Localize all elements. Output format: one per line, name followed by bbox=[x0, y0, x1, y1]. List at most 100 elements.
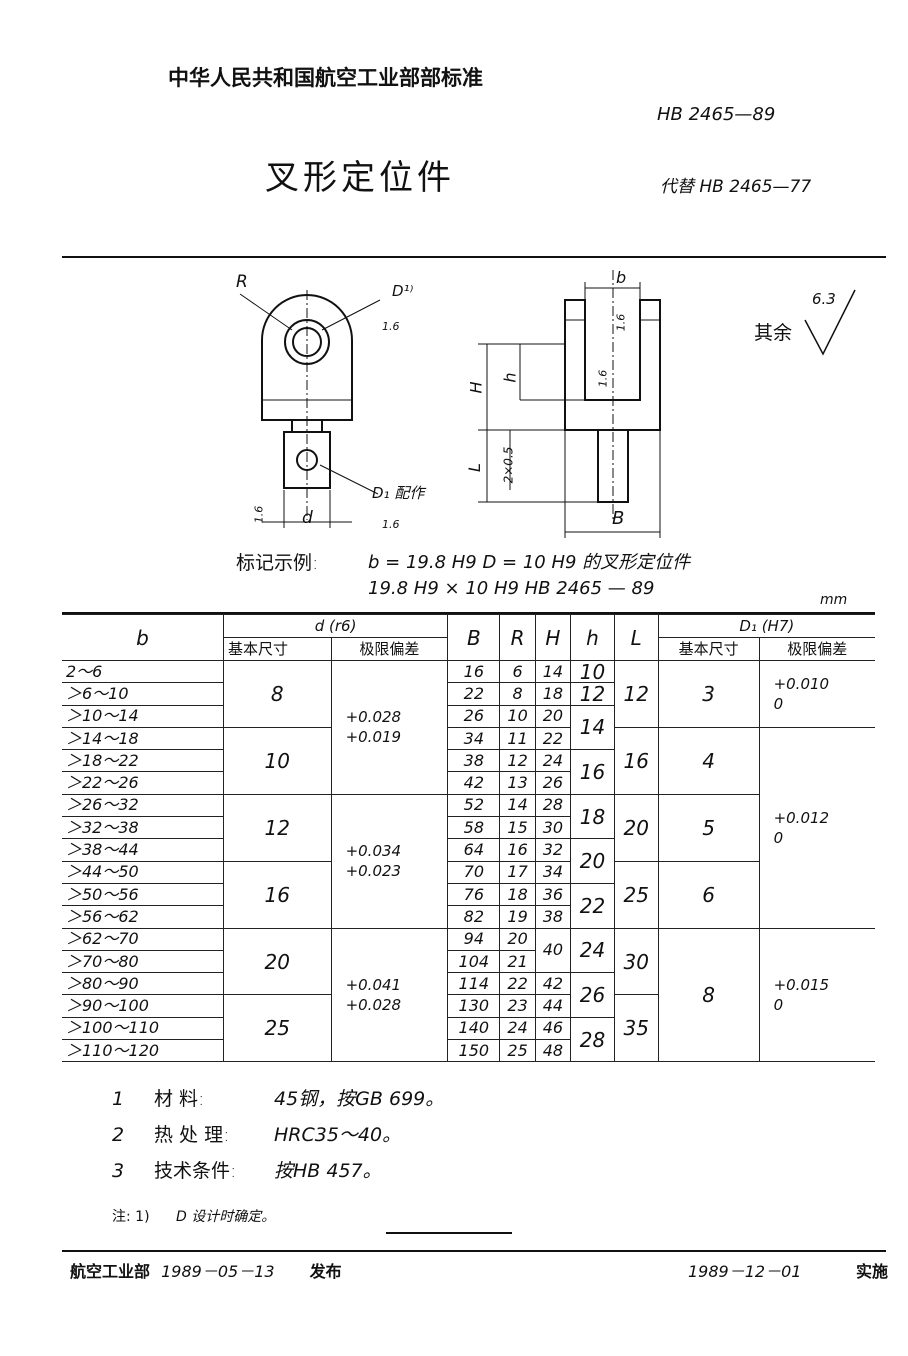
cell-b: ＞6～10 bbox=[62, 682, 224, 706]
standard-code: HB 2465—89 bbox=[657, 104, 776, 125]
header-divider bbox=[62, 256, 886, 258]
cell-b: ＞22～26 bbox=[62, 771, 224, 795]
roughness-2: 1.6 bbox=[382, 518, 400, 531]
footnote: 注: 1) D 设计时确定。 bbox=[112, 1206, 275, 1226]
cell-D1-dev: +0.010 0 bbox=[758, 660, 875, 728]
label-h: h bbox=[500, 372, 520, 383]
note-text: 按HB 457。 bbox=[274, 1160, 382, 1182]
cell-B: 82 bbox=[447, 905, 501, 929]
cell-R: 20 bbox=[499, 927, 536, 951]
header-L: L bbox=[613, 614, 659, 661]
cell-B: 64 bbox=[447, 838, 501, 862]
cell-H: 34 bbox=[534, 860, 572, 884]
cell-b: ＞32～38 bbox=[62, 816, 224, 840]
cell-H: 40 bbox=[534, 927, 572, 974]
cell-D1-basic: 4 bbox=[657, 726, 760, 795]
label-D: D¹⁾ bbox=[392, 282, 414, 300]
roughness-4: 1.6 bbox=[614, 313, 628, 332]
cell-b: ＞100～110 bbox=[62, 1016, 224, 1041]
cell-R: 15 bbox=[499, 816, 536, 840]
cell-R: 10 bbox=[499, 704, 536, 728]
footer-effective-date: 1989－12－01 bbox=[688, 1262, 802, 1281]
cell-b: ＞14～18 bbox=[62, 726, 224, 751]
part-drawing bbox=[239, 270, 856, 538]
label-chamfer: 2×0.5 bbox=[501, 446, 516, 484]
front-view bbox=[239, 290, 381, 528]
cell-H: 24 bbox=[534, 749, 572, 773]
cell-b: ＞38～44 bbox=[62, 838, 224, 862]
cell-H: 36 bbox=[534, 882, 572, 907]
cell-b: ＞44～50 bbox=[62, 860, 224, 884]
cell-d-dev: +0.041 +0.028 bbox=[330, 927, 449, 1063]
cell-h: 12 bbox=[570, 682, 615, 706]
cell-H: 26 bbox=[534, 771, 571, 795]
cell-H: 38 bbox=[534, 905, 571, 929]
header-D1: D₁ (H7) bbox=[657, 614, 875, 638]
cell-h: 28 bbox=[570, 1016, 615, 1063]
cell-B: 52 bbox=[447, 793, 501, 818]
cell-h: 16 bbox=[570, 749, 615, 795]
cell-B: 16 bbox=[447, 659, 501, 684]
side-view bbox=[478, 270, 856, 538]
rest-roughness-label: 其余 bbox=[754, 322, 793, 344]
cell-B: 130 bbox=[447, 994, 501, 1018]
footer-effective-label: 实施 bbox=[856, 1262, 889, 1281]
cell-R: 25 bbox=[499, 1039, 536, 1063]
cell-b: ＞62～70 bbox=[62, 927, 224, 951]
cell-d-dev: +0.034 +0.023 bbox=[330, 793, 449, 929]
cell-R: 18 bbox=[499, 882, 536, 907]
cell-d-basic: 10 bbox=[222, 726, 332, 795]
header-R: R bbox=[499, 614, 536, 661]
footnote-label: 注: 1) bbox=[112, 1209, 150, 1225]
cell-B: 70 bbox=[447, 860, 501, 884]
document-title: 叉形定位件 bbox=[265, 158, 455, 198]
label-b: b bbox=[616, 268, 627, 287]
cell-R: 24 bbox=[499, 1016, 536, 1041]
cell-H: 28 bbox=[534, 793, 572, 818]
cell-B: 114 bbox=[447, 972, 501, 996]
cell-L: 16 bbox=[613, 726, 659, 795]
rest-roughness-value: 6.3 bbox=[812, 290, 836, 308]
header-b: b bbox=[62, 614, 224, 661]
header-H: H bbox=[534, 614, 572, 661]
footer-issue-date: 1989－05－13 bbox=[161, 1262, 275, 1281]
label-H: H bbox=[466, 381, 486, 394]
label-L: L bbox=[464, 463, 484, 472]
cell-H: 14 bbox=[534, 659, 572, 684]
cell-H: 32 bbox=[534, 838, 572, 862]
cell-D1-dev: +0.015 0 bbox=[758, 927, 875, 1063]
cell-B: 58 bbox=[447, 816, 501, 840]
cell-R: 22 bbox=[499, 972, 536, 996]
cell-h: 24 bbox=[570, 927, 615, 974]
table-subheader-row: 基本尺寸 极限偏差 基本尺寸 极限偏差 bbox=[62, 637, 875, 661]
label-D1: D₁ 配作 bbox=[372, 484, 425, 502]
org-standard-title: 中华人民共和国航空工业部部标准 bbox=[168, 66, 483, 90]
unit-label: mm bbox=[820, 592, 848, 608]
cell-H: 18 bbox=[534, 682, 572, 706]
cell-d-basic: 8 bbox=[222, 660, 332, 728]
cell-L: 20 bbox=[613, 793, 659, 862]
cell-B: 26 bbox=[447, 704, 501, 728]
note-label: 技术条件: bbox=[154, 1160, 237, 1182]
cell-B: 34 bbox=[447, 726, 501, 751]
footnote-text: D 设计时确定。 bbox=[176, 1209, 276, 1225]
cell-L: 12 bbox=[613, 660, 659, 728]
cell-R: 8 bbox=[499, 682, 536, 706]
cell-D1-basic: 8 bbox=[657, 927, 760, 1063]
cell-B: 94 bbox=[447, 927, 501, 951]
header-h: h bbox=[570, 614, 615, 661]
